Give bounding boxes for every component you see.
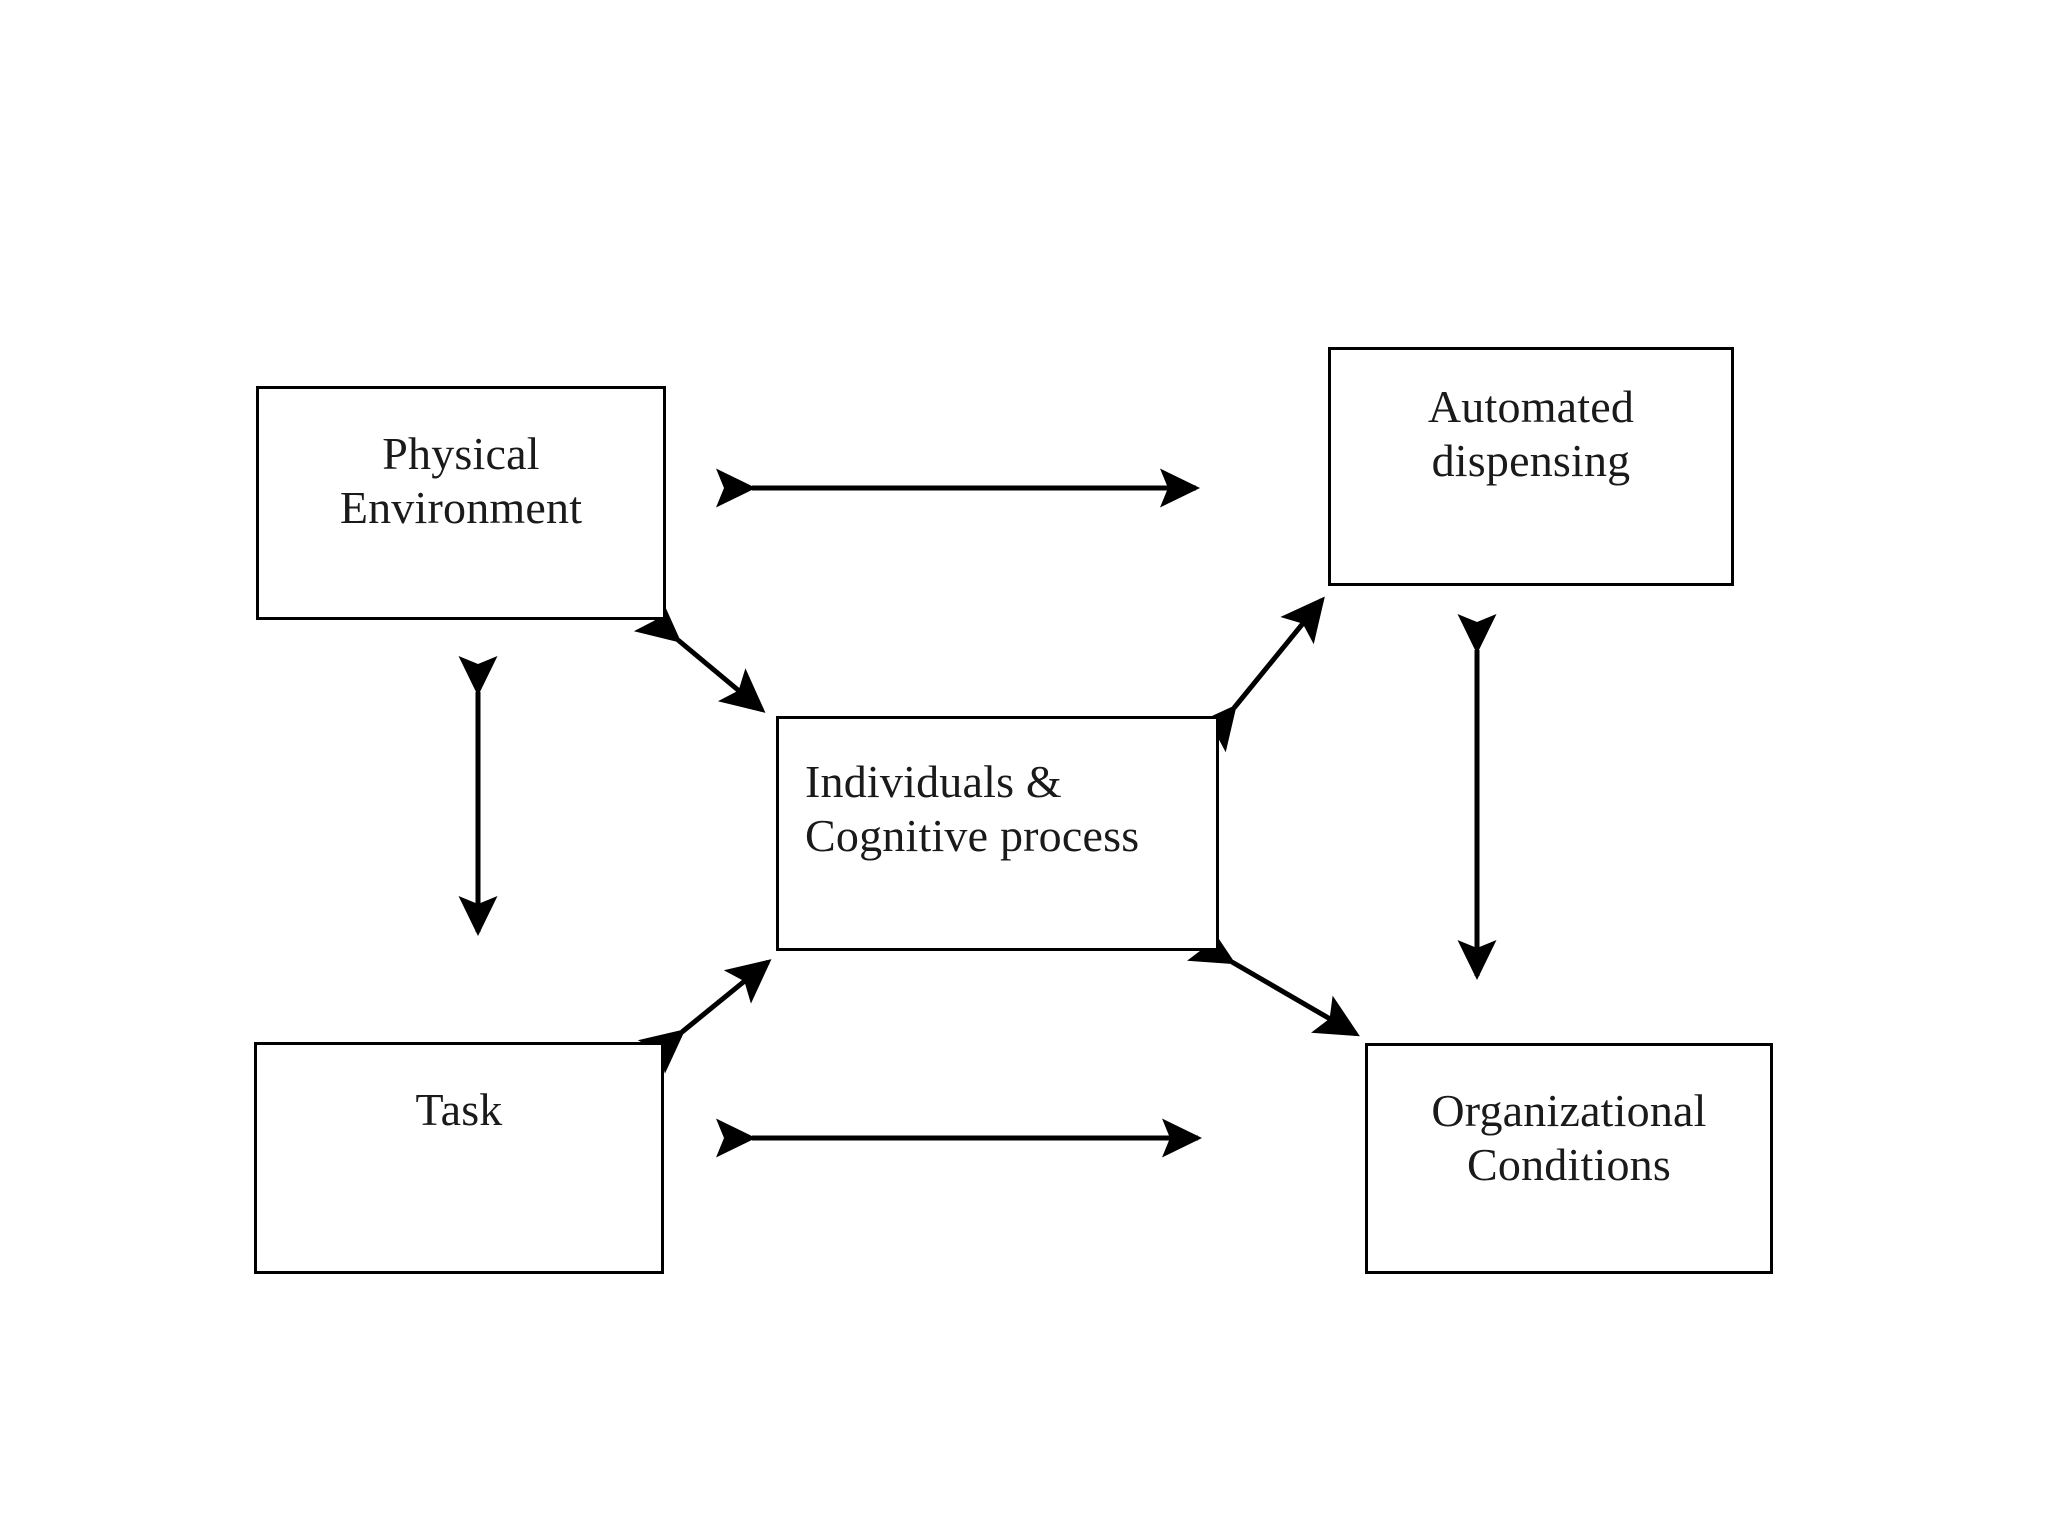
arrow-individuals-to-organizational-conditions — [1187, 923, 1360, 1037]
arrow-individuals-to-automated-dispensing — [1192, 596, 1325, 753]
node-physical-environment: Physical Environment — [256, 386, 666, 620]
arrow-task-to-individuals — [637, 959, 772, 1074]
arrow-physical-environment-to-individuals — [633, 598, 766, 713]
node-task-label: Task — [415, 1084, 503, 1135]
node-automated-dispensing-label: Automated dispensing — [1427, 381, 1635, 487]
node-task: Task — [254, 1042, 664, 1274]
node-individuals-cognitive-process-label: Individuals & Cognitive process — [805, 756, 1140, 862]
node-individuals-cognitive-process: Individuals & Cognitive process — [776, 716, 1219, 951]
node-organizational-conditions-label: Organizational Conditions — [1431, 1085, 1707, 1191]
node-automated-dispensing: Automated dispensing — [1328, 347, 1734, 586]
node-physical-environment-label: Physical Environment — [339, 428, 583, 534]
node-organizational-conditions: Organizational Conditions — [1365, 1043, 1773, 1274]
